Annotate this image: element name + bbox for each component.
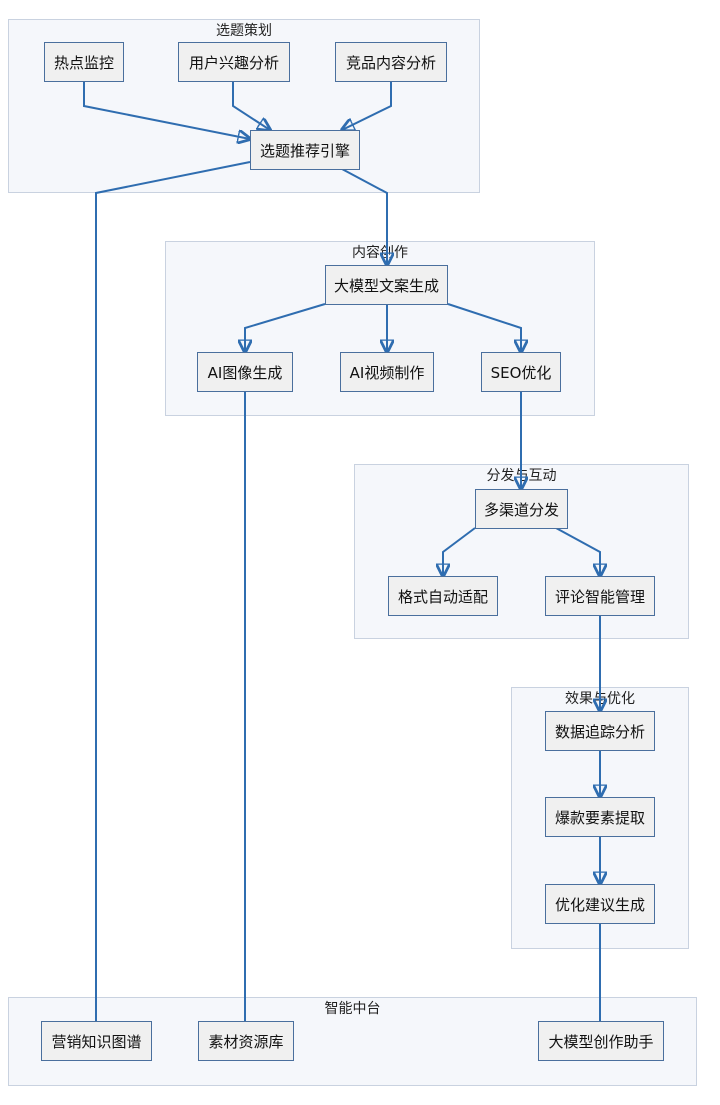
edge-hotspot-recommender: [83, 82, 250, 139]
node-label: AI图像生成: [207, 363, 283, 382]
node-label: 优化建议生成: [554, 895, 645, 914]
node-label: 大模型文案生成: [333, 276, 439, 295]
node-user-interest-analysis[interactable]: 用户兴趣分析: [178, 42, 290, 82]
node-ai-image[interactable]: AI图像生成: [197, 352, 293, 392]
node-competitor-analysis[interactable]: 竞品内容分析: [335, 42, 447, 82]
node-optimization-suggestion[interactable]: 优化建议生成: [545, 884, 655, 924]
node-seo[interactable]: SEO优化: [481, 352, 561, 392]
node-asset-library[interactable]: 素材资源库: [198, 1021, 294, 1061]
node-viral-extraction[interactable]: 爆款要素提取: [545, 797, 655, 837]
edge-recommender-llm: [341, 168, 387, 265]
node-label: 格式自动适配: [397, 587, 488, 606]
node-topic-recommender[interactable]: 选题推荐引擎: [250, 130, 360, 170]
node-hotspot-monitor[interactable]: 热点监控: [44, 42, 124, 82]
node-label: 多渠道分发: [483, 500, 559, 519]
node-comment-management[interactable]: 评论智能管理: [545, 576, 655, 616]
node-llm-copywriting[interactable]: 大模型文案生成: [325, 265, 448, 305]
group-title-platform: 智能中台: [324, 1001, 381, 1017]
node-knowledge-graph[interactable]: 营销知识图谱: [41, 1021, 152, 1061]
node-data-tracking[interactable]: 数据追踪分析: [545, 711, 655, 751]
edge-competitor-recommender: [342, 82, 392, 130]
edge-recommender-knowledge: [95, 161, 251, 1021]
node-label: 热点监控: [53, 53, 114, 72]
node-label: 评论智能管理: [554, 587, 645, 606]
edge-llm-aiimage: [245, 303, 326, 352]
node-label: 爆款要素提取: [554, 808, 645, 827]
node-ai-video[interactable]: AI视频制作: [340, 352, 434, 392]
node-llm-assistant[interactable]: 大模型创作助手: [538, 1021, 664, 1061]
edge-llm-seo: [447, 303, 521, 352]
node-label: 选题推荐引擎: [259, 141, 350, 160]
group-title-planning: 选题策划: [216, 23, 272, 39]
node-label: 营销知识图谱: [51, 1032, 142, 1051]
node-format-adapt[interactable]: 格式自动适配: [388, 576, 498, 616]
node-label: 大模型创作助手: [548, 1032, 654, 1051]
edge-multichannel-comment: [555, 527, 600, 576]
node-label: 数据追踪分析: [554, 722, 645, 741]
node-multichannel[interactable]: 多渠道分发: [475, 489, 568, 529]
node-label: 竞品内容分析: [345, 53, 436, 72]
node-label: SEO优化: [490, 363, 552, 382]
edge-interest-recommender: [232, 82, 270, 130]
node-label: 素材资源库: [208, 1032, 284, 1051]
node-label: AI视频制作: [349, 363, 425, 382]
node-label: 用户兴趣分析: [188, 53, 279, 72]
edge-multichannel-format: [443, 527, 476, 576]
